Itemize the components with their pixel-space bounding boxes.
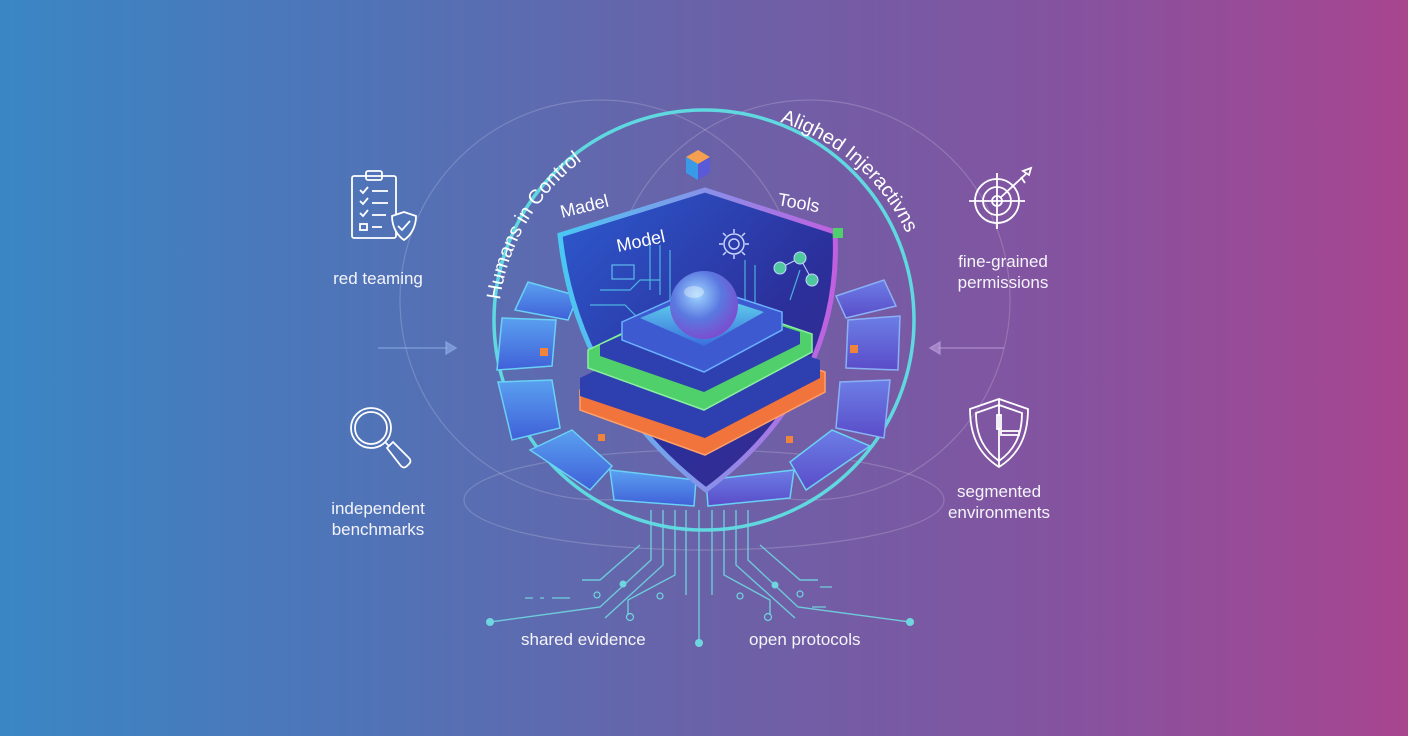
inner-label-tools: Tools — [776, 189, 821, 216]
node-network-icon — [773, 251, 819, 287]
label-line-1: independent — [331, 499, 425, 518]
label-line-2: environments — [947, 503, 1051, 522]
floating-cube-small-2 — [850, 345, 858, 353]
feature-segmented-environments: segmented environments — [899, 395, 1099, 523]
label-line-2: permissions — [957, 273, 1049, 292]
bottom-label-shared-evidence: shared evidence — [521, 630, 646, 649]
core-sphere — [670, 271, 738, 339]
floating-cube-top — [686, 150, 710, 180]
target-arrow-icon — [969, 166, 1033, 229]
segmented-shield-icon — [969, 398, 1029, 469]
right-arrow — [928, 340, 1004, 356]
feature-label: segmented environments — [899, 481, 1099, 523]
circuit-dashes — [525, 586, 832, 608]
left-arrow — [378, 340, 458, 356]
floating-cube-small-4 — [786, 436, 793, 443]
bottom-label-open-protocols: open protocols — [749, 630, 861, 649]
gear-icon — [719, 229, 749, 259]
feature-label: fine-grained permissions — [903, 251, 1103, 293]
feature-red-teaming: red teaming — [278, 168, 478, 289]
label-line-2: benchmarks — [331, 520, 425, 539]
circuit-rings — [593, 590, 804, 622]
feature-label: red teaming — [333, 269, 423, 288]
circuit-nodes — [486, 580, 914, 647]
segmented-ring — [496, 279, 901, 507]
clipboard-shield-icon — [351, 170, 417, 242]
stack-layers — [579, 285, 826, 456]
feature-label: independent benchmarks — [278, 498, 478, 540]
label-line-1: segmented — [956, 482, 1042, 501]
shield-circuits — [590, 240, 801, 321]
magnifying-glass-icon — [350, 407, 412, 469]
inner-label-madel: Madel — [558, 191, 610, 222]
feature-independent-benchmarks: independent benchmarks — [278, 400, 478, 540]
label-line-1: fine-grained — [958, 252, 1048, 271]
outer-ring — [492, 108, 916, 532]
feature-fine-grained-permissions: fine-grained permissions — [903, 163, 1103, 293]
floating-cube-small-3 — [598, 434, 605, 441]
floating-cube-green — [833, 228, 843, 238]
floating-cube-small-1 — [540, 348, 548, 356]
